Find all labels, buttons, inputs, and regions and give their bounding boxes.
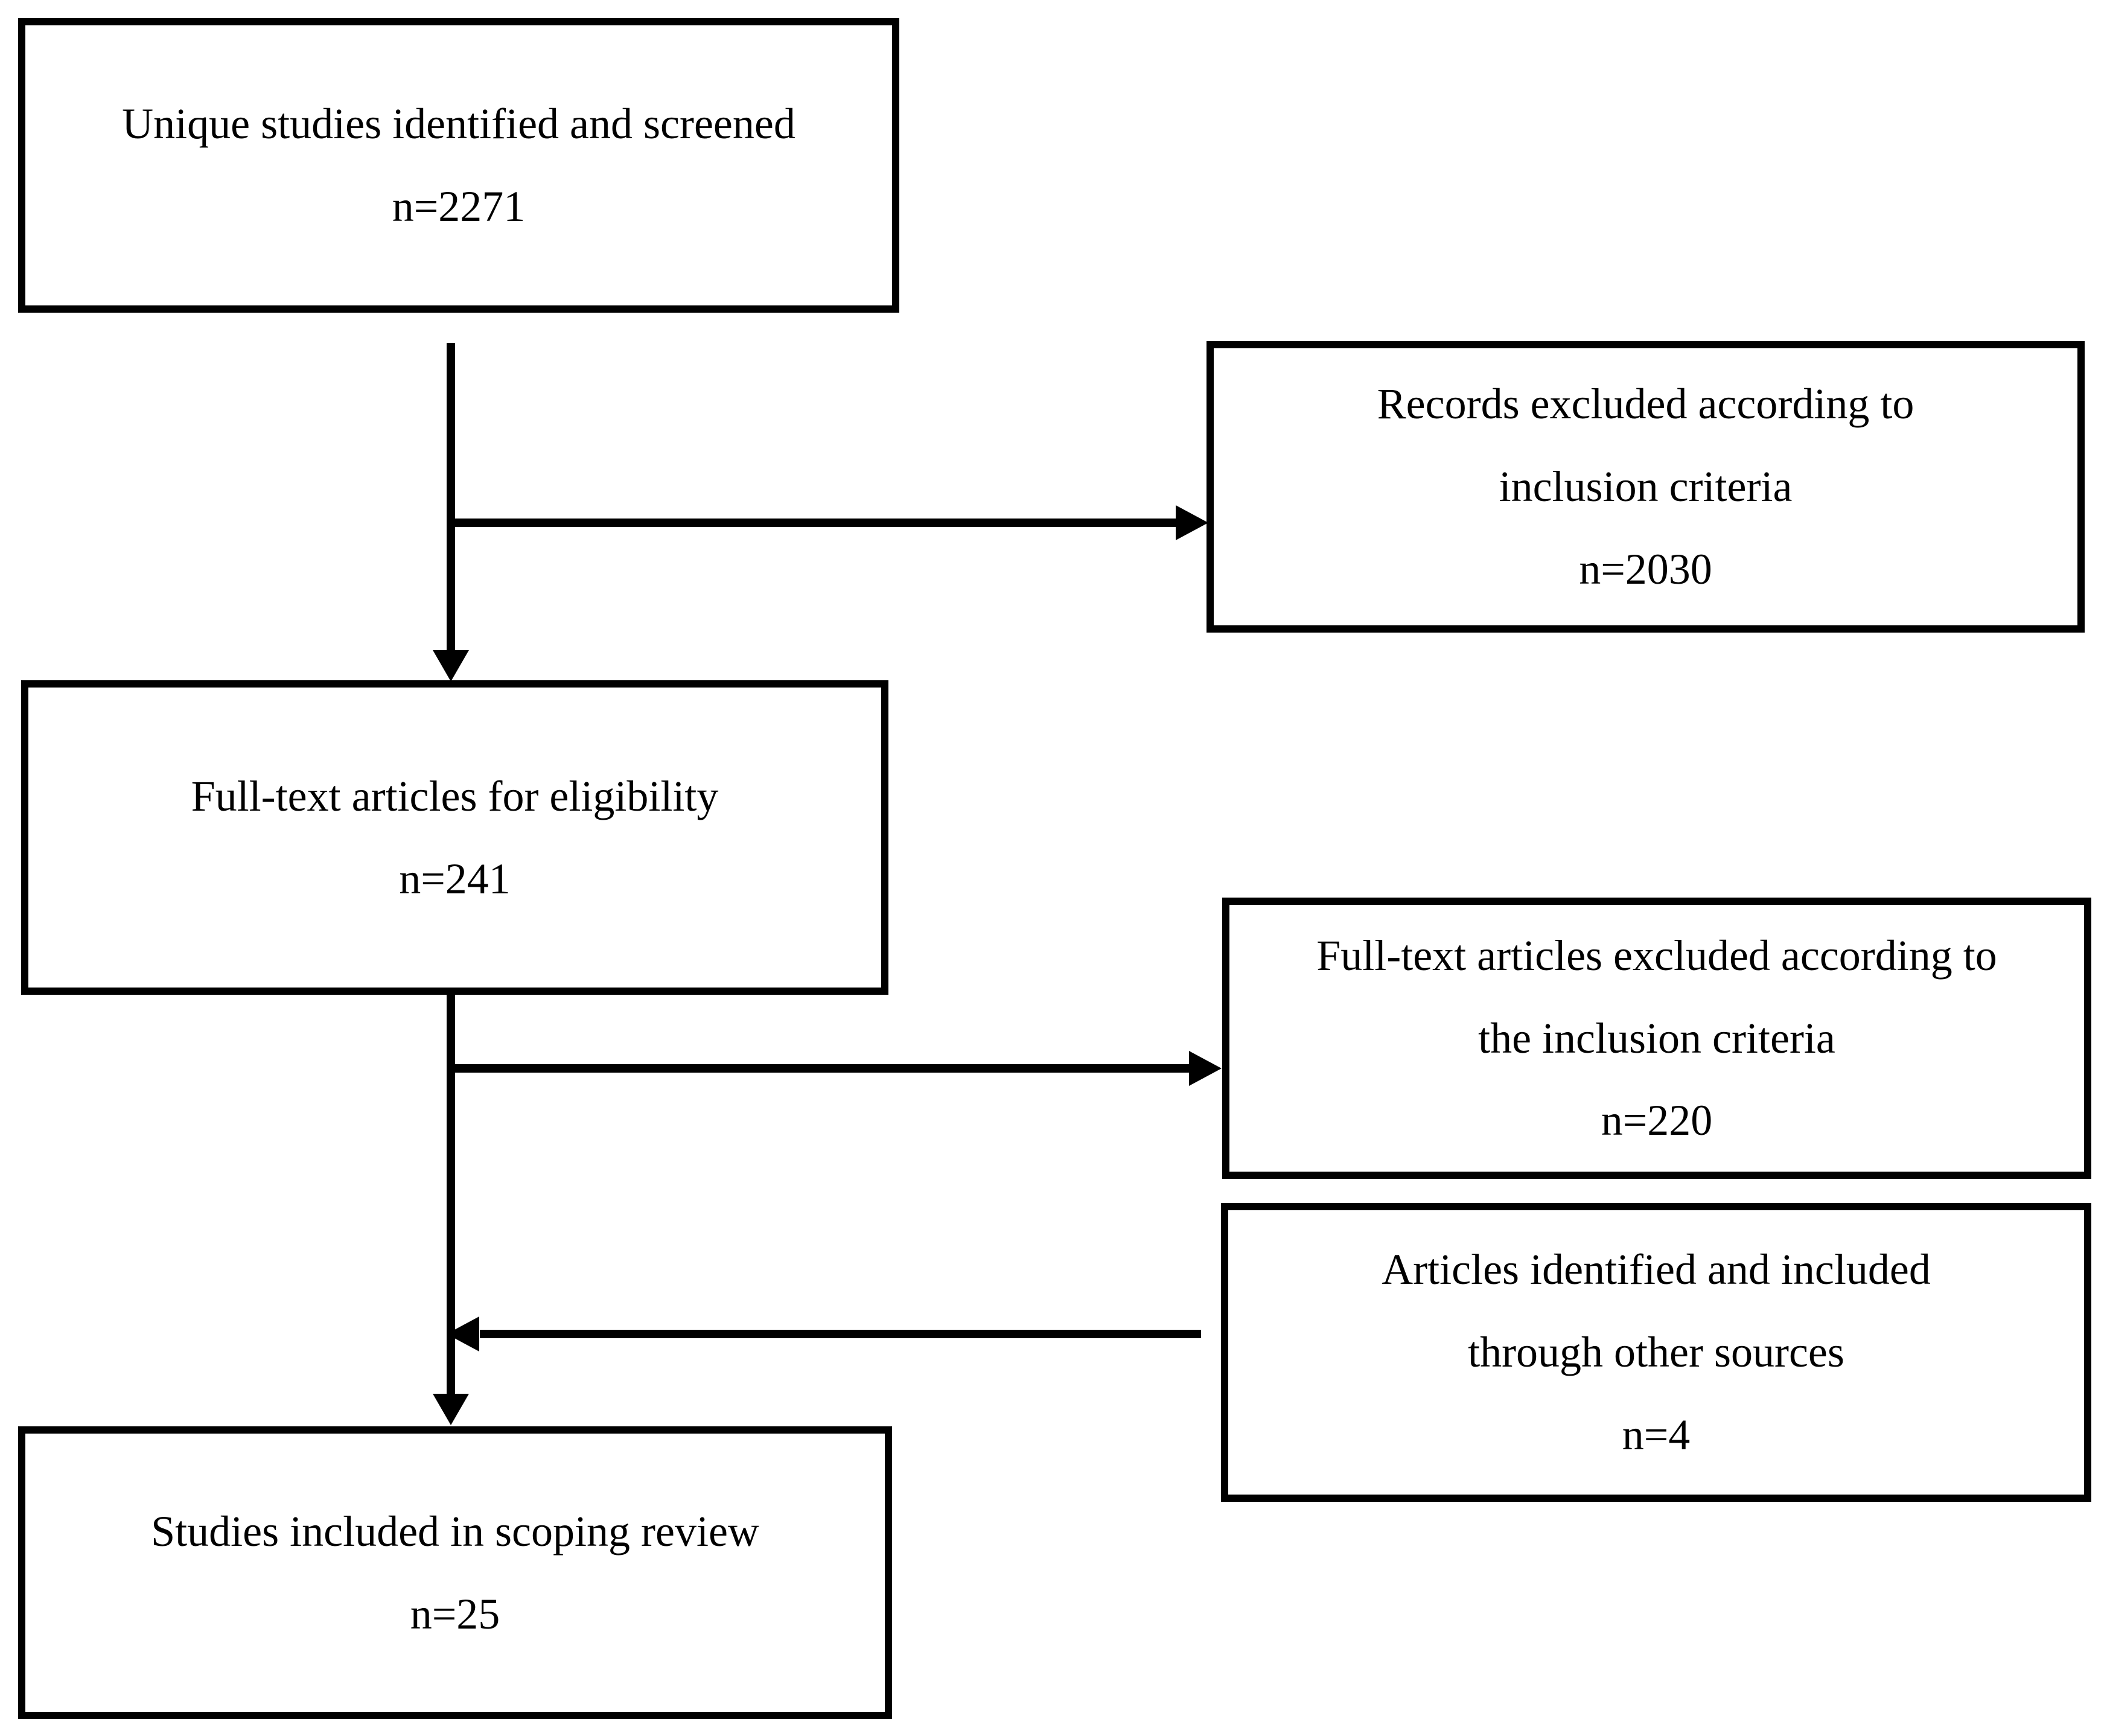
box-fulltext-eligibility: Full-text articles for eligibility n=241: [21, 680, 888, 995]
arrowhead-right-to-records-excluded: [1176, 505, 1208, 540]
box-count: n=4: [1622, 1410, 1691, 1459]
box-count: n=241: [399, 854, 511, 903]
connector-from-other-sources: [480, 1330, 1201, 1338]
box-text-line: Studies included in scoping review: [151, 1507, 759, 1556]
box-other-sources: Articles identified and included through…: [1221, 1203, 2091, 1502]
connector-fulltext-to-included: [447, 993, 455, 1395]
box-unique-studies-screened: Unique studies identified and screened n…: [18, 18, 899, 313]
box-count: n=2030: [1579, 544, 1712, 593]
box-text-line: inclusion criteria: [1499, 462, 1793, 511]
box-count: n=2271: [392, 182, 526, 231]
box-count: n=220: [1601, 1096, 1713, 1145]
box-text-line: through other sources: [1468, 1328, 1844, 1377]
arrowhead-left-from-other-sources: [447, 1316, 479, 1351]
box-text-line: Unique studies identified and screened: [122, 100, 795, 148]
arrowhead-right-to-fulltext-excluded: [1189, 1051, 1222, 1086]
box-count: n=25: [410, 1589, 500, 1638]
box-text-line: Full-text articles for eligibility: [191, 771, 719, 820]
connector-screened-to-fulltext: [447, 343, 455, 655]
box-included-scoping-review: Studies included in scoping review n=25: [18, 1426, 892, 1719]
box-text-line: Articles identified and included: [1382, 1245, 1931, 1294]
connector-to-fulltext-excluded: [451, 1064, 1190, 1073]
box-text-line: the inclusion criteria: [1478, 1013, 1835, 1062]
arrowhead-down-to-included: [433, 1394, 469, 1425]
connector-to-records-excluded: [451, 519, 1178, 527]
box-fulltext-excluded: Full-text articles excluded according to…: [1222, 898, 2091, 1179]
box-records-excluded: Records excluded according to inclusion …: [1207, 341, 2085, 633]
box-text-line: Records excluded according to: [1377, 380, 1914, 429]
box-text-line: Full-text articles excluded according to: [1316, 931, 1997, 980]
arrowhead-down-to-fulltext: [433, 650, 469, 681]
